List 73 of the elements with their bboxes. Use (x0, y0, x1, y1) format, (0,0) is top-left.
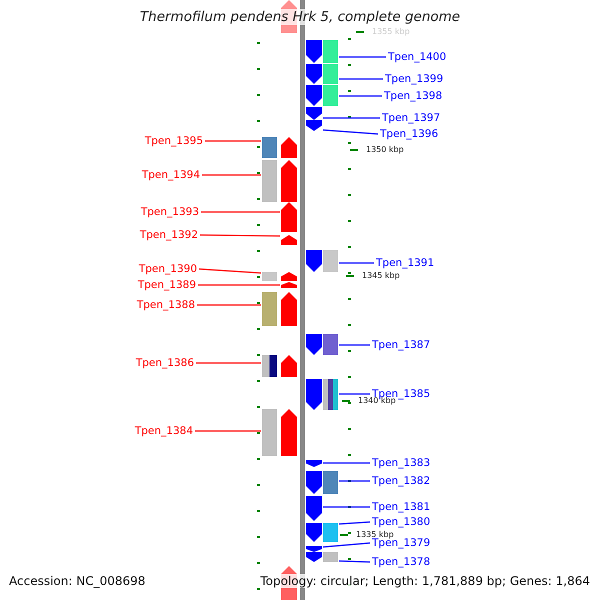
gene-drawing (306, 250, 338, 272)
scale-label: 1345 kbp (362, 271, 400, 281)
leader-line (339, 344, 370, 346)
gene-drawing (281, 282, 297, 288)
gene-label: Tpen_1378 (372, 556, 430, 568)
gene-label: Tpen_1399 (385, 73, 444, 85)
genome-info-text: Topology: circular; Length: 1,781,889 bp; Genes: 1,864 (260, 574, 590, 588)
gene-label: Tpen_1383 (372, 457, 430, 469)
leader-line (201, 211, 280, 213)
gene-label: Tpen_1379 (372, 537, 430, 549)
title: Thermofilum pendens Hrk 5, complete genome (140, 9, 460, 25)
leader-line (323, 462, 370, 464)
gene-label: Tpen_1387 (372, 339, 430, 351)
gene-drawing (281, 202, 297, 232)
leader-line (197, 304, 261, 306)
gene-drawing (306, 460, 322, 467)
leader-line (195, 430, 261, 432)
gene-label: Tpen_1395 (144, 135, 203, 147)
gene-label: Tpen_1398 (384, 90, 442, 102)
gene-label: Tpen_1382 (372, 475, 430, 487)
leader-line (323, 117, 380, 119)
gene-drawing (306, 40, 338, 63)
scale-label: 1350 kbp (366, 145, 404, 155)
gene-label: Tpen_1391 (376, 257, 434, 269)
gene-label: Tpen_1397 (382, 112, 440, 124)
gene-label: Tpen_1388 (136, 299, 195, 311)
gene-label: Tpen_1389 (138, 279, 196, 291)
leader-line (338, 521, 370, 525)
gene-drawing (306, 552, 338, 562)
leader-line (196, 362, 261, 364)
gene-drawing (306, 471, 338, 494)
gene-drawing (262, 409, 297, 456)
gene-label: Tpen_1400 (388, 51, 446, 63)
gene-drawing (306, 523, 338, 542)
leader-line (338, 560, 370, 563)
leader-line (198, 268, 262, 274)
leader-line (339, 480, 370, 482)
leader-line (202, 174, 261, 176)
leader-line (198, 284, 280, 286)
gene-drawing (306, 107, 322, 120)
gene-label: Tpen_1393 (140, 206, 199, 218)
gene-label: Tpen_1381 (372, 501, 430, 513)
gene-drawing (262, 137, 297, 158)
leader-line (339, 95, 382, 97)
leader-line (200, 234, 280, 237)
gene-label: Tpen_1384 (134, 425, 193, 437)
gene-label: Tpen_1394 (142, 169, 200, 181)
leader-line (339, 393, 370, 395)
gene-drawing (306, 85, 338, 106)
gene-drawing (306, 64, 338, 84)
gene-label: Tpen_1392 (140, 229, 198, 241)
gene-drawing (306, 120, 322, 131)
leader-line (322, 129, 378, 135)
gene-label: Tpen_1390 (138, 263, 197, 275)
leader-line (205, 140, 261, 142)
gene-drawing (306, 334, 338, 355)
gene-label: Tpen_1380 (372, 516, 430, 528)
leader-line (339, 56, 386, 58)
gene-drawing (262, 160, 297, 202)
gene-drawing (262, 272, 297, 281)
gene-drawing (262, 292, 297, 326)
scale-label: 1335 kbp (356, 530, 394, 539)
gene-drawing (306, 546, 322, 552)
gene-drawing (281, 235, 297, 245)
leader-line (339, 78, 383, 80)
gene-label: Tpen_1386 (136, 357, 194, 369)
leader-line (322, 542, 370, 548)
leader-line (339, 262, 374, 264)
accession-text: Accession: NC_008698 (9, 574, 146, 588)
leader-line (323, 506, 370, 508)
gene-drawing (306, 379, 338, 410)
gene-drawing (262, 355, 297, 377)
gene-label: Tpen_1396 (380, 128, 438, 140)
